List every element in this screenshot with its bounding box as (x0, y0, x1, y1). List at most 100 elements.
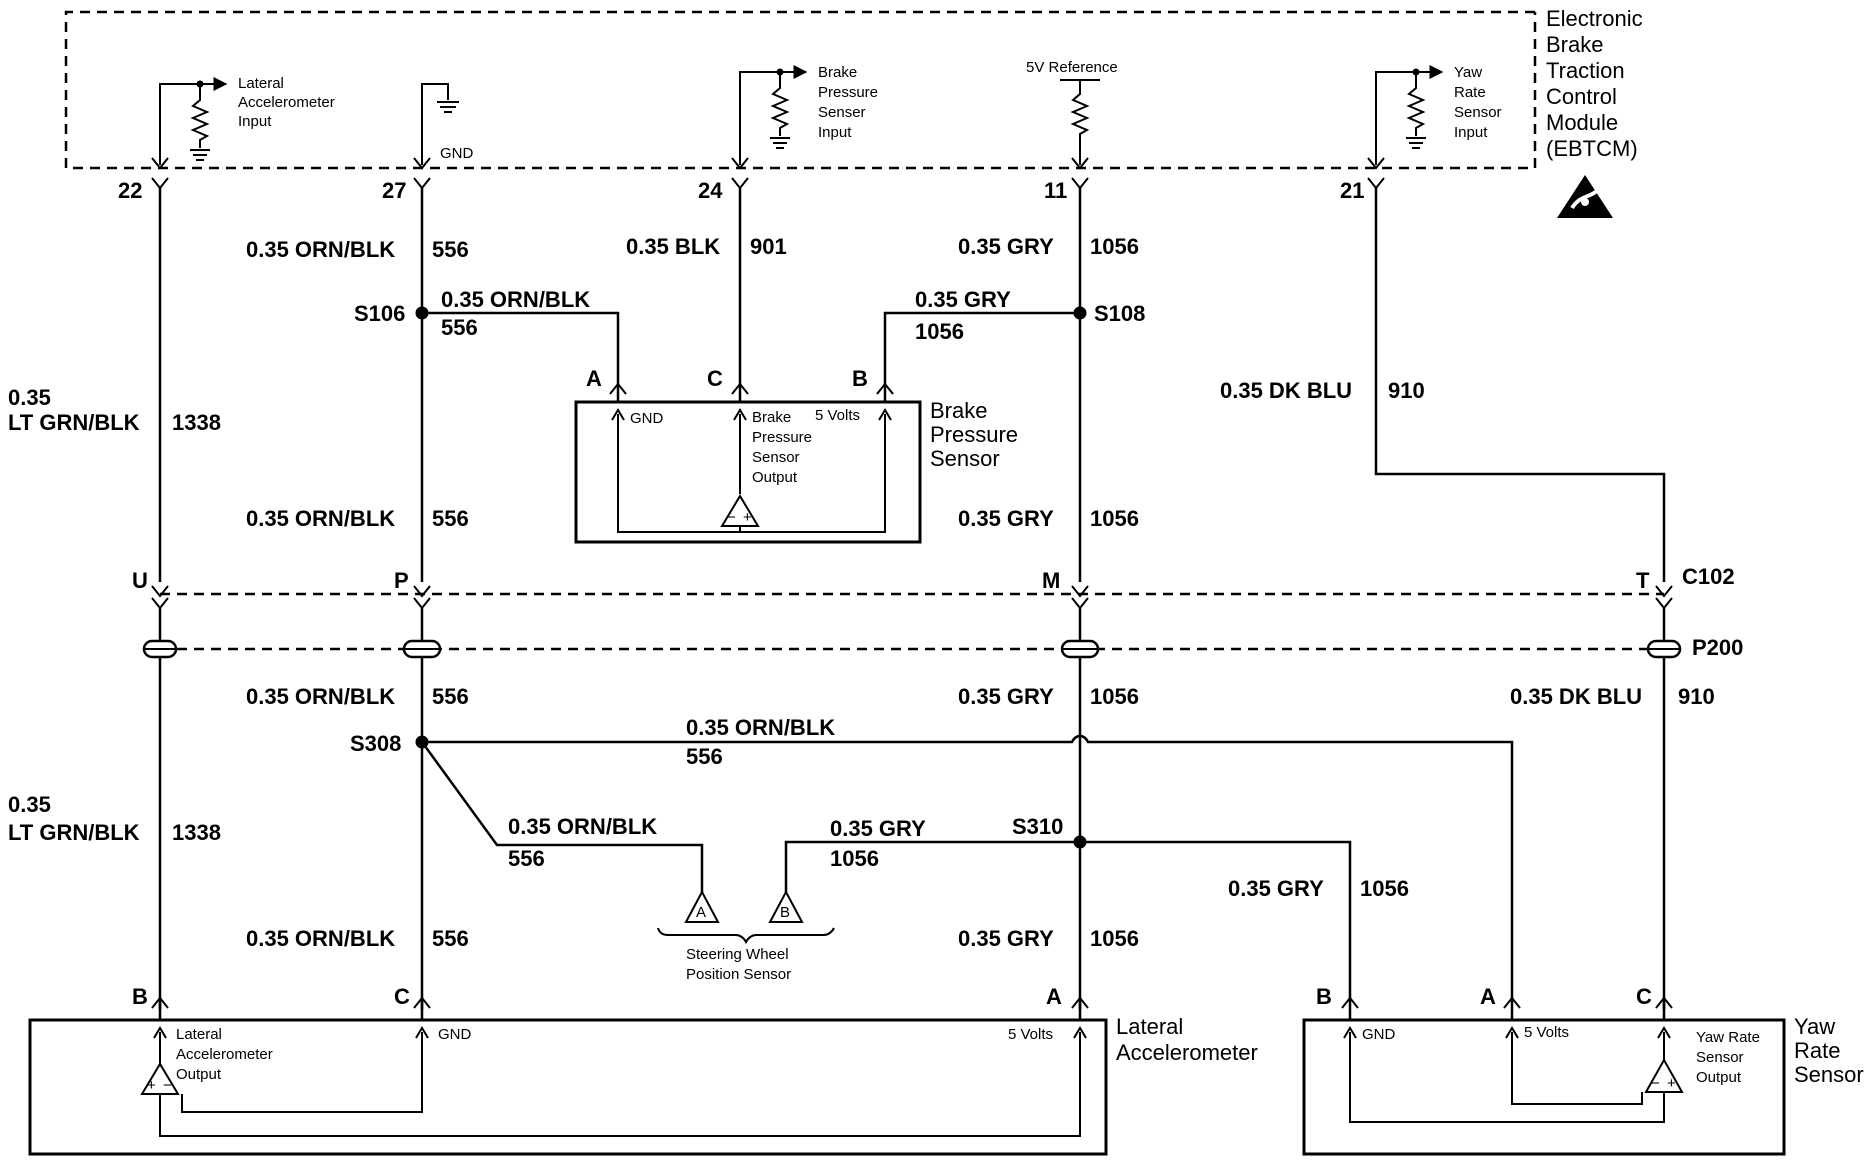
wire-label: 556 (441, 315, 478, 340)
lateral-input-circuit: Lateral Accelerometer Input (159, 75, 335, 165)
brake-sensor-pin: B (852, 366, 868, 391)
module-pin: 11 (1044, 178, 1067, 203)
brake-sensor-name: Brake (930, 398, 987, 423)
brake-input-label: Senser (818, 104, 866, 121)
wire-label: 0.35 ORN/BLK (686, 715, 835, 740)
lateral-accel-pin: C (394, 984, 410, 1009)
connector-label-p200: P200 (1692, 635, 1743, 660)
brake-sensor-name: Sensor (930, 446, 1000, 471)
c102-pin: P (394, 568, 409, 593)
reference-label: 5V Reference (1026, 59, 1118, 76)
upper-wires: 0.35 ORN/BLK 556 0.35 BLK 901 0.35 GRY 1… (8, 188, 1666, 582)
connector-label-c102: C102 (1682, 564, 1735, 589)
wire-label: 556 (432, 506, 469, 531)
wire-label: 556 (432, 926, 469, 951)
gnd-circuit: GND (421, 83, 474, 165)
lateral-accel-pin: B (132, 984, 148, 1009)
yaw-sensor-output: Output (1696, 1069, 1742, 1086)
module-name-line: Electronic (1546, 6, 1643, 31)
yaw-sensor-output: Sensor (1696, 1049, 1744, 1066)
steering-sensor-name: Steering Wheel (686, 946, 789, 963)
wire-label: 0.35 DK BLU (1510, 684, 1642, 709)
yaw-sensor-output: Yaw Rate (1696, 1029, 1760, 1046)
svg-text:−: − (163, 1077, 172, 1094)
module-name-line: Control (1546, 84, 1617, 109)
wire-label: 1056 (1360, 876, 1409, 901)
yaw-sensor-volts: 5 Volts (1524, 1024, 1569, 1041)
svg-text:+: + (743, 509, 752, 526)
lateral-accel-output: Lateral (176, 1026, 222, 1043)
wire-label: 0.35 ORN/BLK (246, 926, 395, 951)
c102-pin: M (1042, 568, 1060, 593)
brake-sensor-pin: C (707, 366, 723, 391)
wire-label: 0.35 GRY (958, 684, 1054, 709)
yaw-sensor-gnd: GND (1362, 1026, 1396, 1043)
wire-label: 0.35 ORN/BLK (508, 814, 657, 839)
wire-label: 910 (1678, 684, 1715, 709)
gnd-input-label: GND (440, 145, 474, 162)
wire-label: 1338 (172, 820, 221, 845)
ebtcm-module: Electronic Brake Traction Control Module… (64, 6, 1643, 218)
esd-warning-icon (1557, 175, 1613, 218)
lateral-accel-output: Accelerometer (176, 1046, 273, 1063)
svg-text:−: − (1651, 1075, 1660, 1092)
steering-sensor-pin: B (780, 904, 790, 921)
wire-label: 556 (432, 237, 469, 262)
lower-wires: 0.35 ORN/BLK 556 0.35 GRY 1056 0.35 DK B… (8, 684, 1715, 1002)
wire-label: 556 (432, 684, 469, 709)
lateral-accel-output: Output (176, 1066, 222, 1083)
wire-label: 0.35 (8, 792, 51, 817)
wire-label: 1338 (172, 410, 221, 435)
yaw-sensor-name: Sensor (1794, 1062, 1864, 1087)
lateral-accel-pin: A (1046, 984, 1062, 1009)
wire-label: LT GRN/BLK (8, 820, 140, 845)
connector-p200: P200 (142, 608, 1743, 1010)
brake-sensor-output: Brake (752, 409, 791, 426)
wire-label: 910 (1388, 378, 1425, 403)
yaw-sensor-name: Yaw (1794, 1014, 1835, 1039)
wire-label: 1056 (830, 846, 879, 871)
lateral-input-label: Accelerometer (238, 94, 335, 111)
lateral-accel-name: Accelerometer (1116, 1040, 1258, 1065)
wire-label: 1056 (1090, 684, 1139, 709)
brake-sensor-output: Pressure (752, 429, 812, 446)
brake-input-label: Input (818, 124, 852, 141)
c102-pin: T (1636, 568, 1650, 593)
splice-label: S310 (1012, 814, 1063, 839)
lateral-accelerometer: B C A + − Lateral Accelerometer Output G… (28, 984, 1258, 1156)
wire-label: 1056 (1090, 506, 1139, 531)
c102-pin: U (132, 568, 148, 593)
module-name-line: (EBTCM) (1546, 136, 1638, 161)
wire-label: 1056 (1090, 234, 1139, 259)
splice-label: S106 (354, 301, 405, 326)
wire-label: 0.35 GRY (958, 926, 1054, 951)
module-pin: 27 (382, 178, 406, 203)
wire-label: 1056 (1090, 926, 1139, 951)
wire-label: 0.35 ORN/BLK (246, 506, 395, 531)
brake-input-label: Pressure (818, 84, 878, 101)
module-pin: 21 (1340, 178, 1364, 203)
yaw-sensor-pin: C (1636, 984, 1652, 1009)
yaw-sensor-name: Rate (1794, 1038, 1840, 1063)
yaw-input-label: Sensor (1454, 104, 1502, 121)
wire-label: LT GRN/BLK (8, 410, 140, 435)
brake-sensor-output: Sensor (752, 449, 800, 466)
svg-text:+: + (1667, 1075, 1676, 1092)
brake-sensor-pin: A (586, 366, 602, 391)
yaw-sensor-pin: B (1316, 984, 1332, 1009)
module-pin: 22 (118, 178, 142, 203)
module-name-line: Brake (1546, 32, 1603, 57)
splice-label: S308 (350, 731, 401, 756)
wire-label: 901 (750, 234, 787, 259)
brake-pressure-input-circuit: Brake Pressure Senser Input (739, 64, 878, 165)
wire-label: 0.35 GRY (1228, 876, 1324, 901)
svg-text:−: − (727, 509, 736, 526)
yaw-sensor-pin: A (1480, 984, 1496, 1009)
yaw-input-label: Rate (1454, 84, 1486, 101)
wire-label: 0.35 GRY (958, 234, 1054, 259)
brake-sensor-name: Pressure (930, 422, 1018, 447)
module-pin: 24 (698, 178, 723, 203)
yaw-input-label: Input (1454, 124, 1488, 141)
wire-label: 0.35 GRY (915, 287, 1011, 312)
